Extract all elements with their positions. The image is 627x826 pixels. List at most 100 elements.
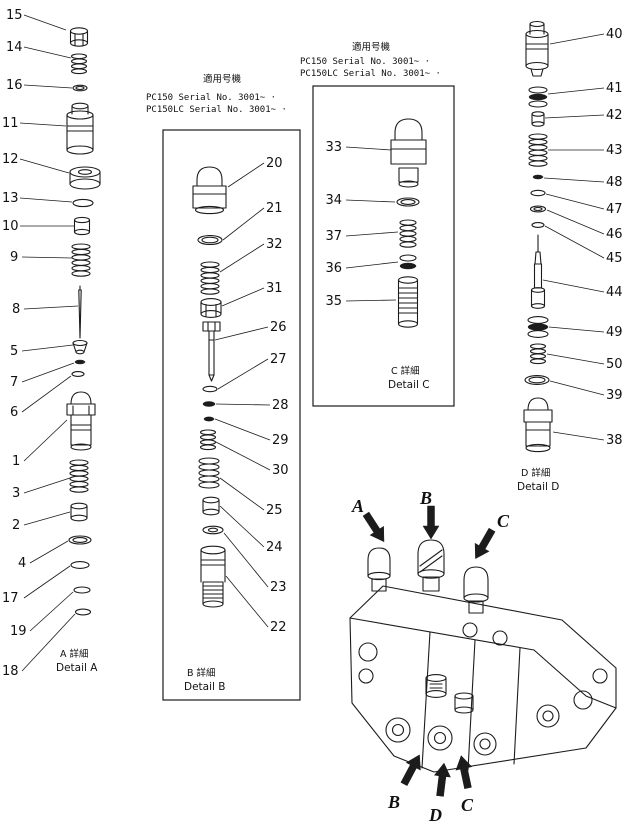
part-41-bushing [528, 86, 548, 108]
part-8-needle [78, 285, 82, 339]
callout-3: 3 [12, 486, 20, 501]
detail-a-leader-lines [19, 14, 79, 672]
main-assembly-section: A B C B D C [349, 488, 617, 825]
part-43-spring [528, 133, 548, 167]
part-37-spring [399, 219, 417, 248]
detail-d-section: 40 41 42 43 48 47 46 45 44 49 50 39 38 D… [517, 20, 623, 493]
callout-22: 22 [270, 620, 287, 635]
part-22-valve-body [200, 545, 226, 608]
part-6-o-ring [71, 371, 85, 377]
part-46-ring [529, 205, 547, 213]
label-b-bottom: B [387, 792, 400, 812]
callout-19: 19 [10, 624, 27, 639]
callout-29: 29 [272, 433, 289, 448]
callout-34: 34 [325, 193, 342, 208]
part-32-spring [200, 261, 220, 295]
callout-32: 32 [266, 237, 283, 252]
part-31-nut [200, 298, 222, 318]
part-4-o-ring [68, 535, 92, 545]
detail-d-leader-lines [542, 33, 605, 441]
detail-c-serial-line2: PC150LC Serial No. 3001~ · [300, 69, 441, 79]
part-21-o-ring [197, 234, 223, 246]
part-49-bushing [527, 316, 549, 338]
part-39-o-ring [524, 375, 550, 385]
callout-4: 4 [18, 556, 26, 571]
callout-33: 33 [325, 140, 342, 155]
part-45-ring [531, 222, 545, 228]
assembly-mid-cap-1 [425, 674, 447, 698]
callout-7: 7 [10, 375, 18, 390]
part-28-ring [202, 401, 216, 407]
callout-24: 24 [266, 540, 283, 555]
part-50-spring [529, 343, 547, 365]
detail-c-frame [312, 85, 455, 407]
callout-38: 38 [606, 433, 623, 448]
detail-b-callouts: 20 21 32 31 26 27 28 29 30 25 24 23 22 [266, 156, 289, 635]
part-24-cap [202, 496, 220, 516]
part-35-threaded-plug [397, 276, 419, 328]
detail-c-parts [390, 118, 427, 328]
callout-12: 12 [2, 152, 19, 167]
assembly-cap-c [463, 566, 489, 614]
detail-b-serial-line1: PC150 Serial No. 3001~ · [146, 93, 276, 103]
detail-a-parts [66, 27, 101, 616]
part-14-spring [70, 53, 88, 75]
callout-41: 41 [606, 81, 623, 96]
detail-b-label-jp: B 詳細 [187, 667, 216, 679]
detail-d-label-en: Detail D [517, 481, 559, 493]
part-13-o-ring [72, 198, 94, 208]
part-38-valve-body [523, 397, 553, 453]
detail-d-label-jp: D 詳細 [521, 467, 550, 479]
detail-b-note-jp: 適用号機 [203, 73, 242, 85]
callout-15: 15 [6, 8, 23, 23]
part-26-stem [202, 321, 221, 382]
detail-c-note-jp: 適用号機 [352, 41, 391, 53]
detail-c-label-en: Detail C [388, 379, 430, 391]
part-42-plug [531, 111, 545, 127]
callout-31: 31 [266, 281, 283, 296]
part-12-collar [69, 166, 101, 190]
part-1-valve-body [66, 391, 96, 451]
callout-9: 9 [10, 250, 18, 265]
arrow-b-bottom-icon [396, 750, 428, 789]
assembly-cap-b [417, 539, 445, 592]
part-34-o-ring [396, 197, 420, 207]
callout-6: 6 [10, 405, 18, 420]
callout-49: 49 [606, 325, 623, 340]
callout-48: 48 [606, 175, 623, 190]
callout-50: 50 [606, 357, 623, 372]
callout-39: 39 [606, 388, 623, 403]
part-25-spring [198, 457, 220, 489]
part-27-ring [202, 385, 218, 393]
callout-1: 1 [12, 454, 20, 469]
callout-20: 20 [266, 156, 283, 171]
callout-25: 25 [266, 503, 283, 518]
callout-35: 35 [325, 294, 342, 309]
detail-b-leader-lines [214, 162, 271, 628]
label-b-top: B [419, 488, 432, 508]
callout-10: 10 [2, 219, 19, 234]
arrow-c-bottom-icon [452, 753, 477, 791]
callout-18: 18 [2, 664, 19, 679]
part-48-ring [532, 174, 544, 180]
part-11-valve-cartridge [66, 102, 94, 155]
detail-b-section: 適用号機 PC150 Serial No. 3001~ · PC150LC Se… [146, 73, 301, 701]
callout-40: 40 [606, 27, 623, 42]
callout-27: 27 [270, 352, 287, 367]
callout-37: 37 [325, 229, 342, 244]
part-36-rings [399, 254, 417, 270]
callout-11: 11 [2, 116, 19, 131]
arrow-c-top-icon [468, 525, 500, 564]
callout-8: 8 [12, 302, 20, 317]
callout-23: 23 [270, 580, 287, 595]
detail-c-leader-lines [345, 146, 399, 302]
part-47-ring [530, 189, 546, 197]
part-9-spring [71, 243, 91, 277]
arrow-d-bottom-icon [431, 761, 453, 798]
part-10-plug [73, 216, 91, 236]
part-20-cap [192, 166, 227, 215]
part-23-ring [202, 525, 224, 535]
detail-a-label-en: Detail A [56, 662, 98, 674]
part-44-needle-valve [530, 234, 546, 309]
